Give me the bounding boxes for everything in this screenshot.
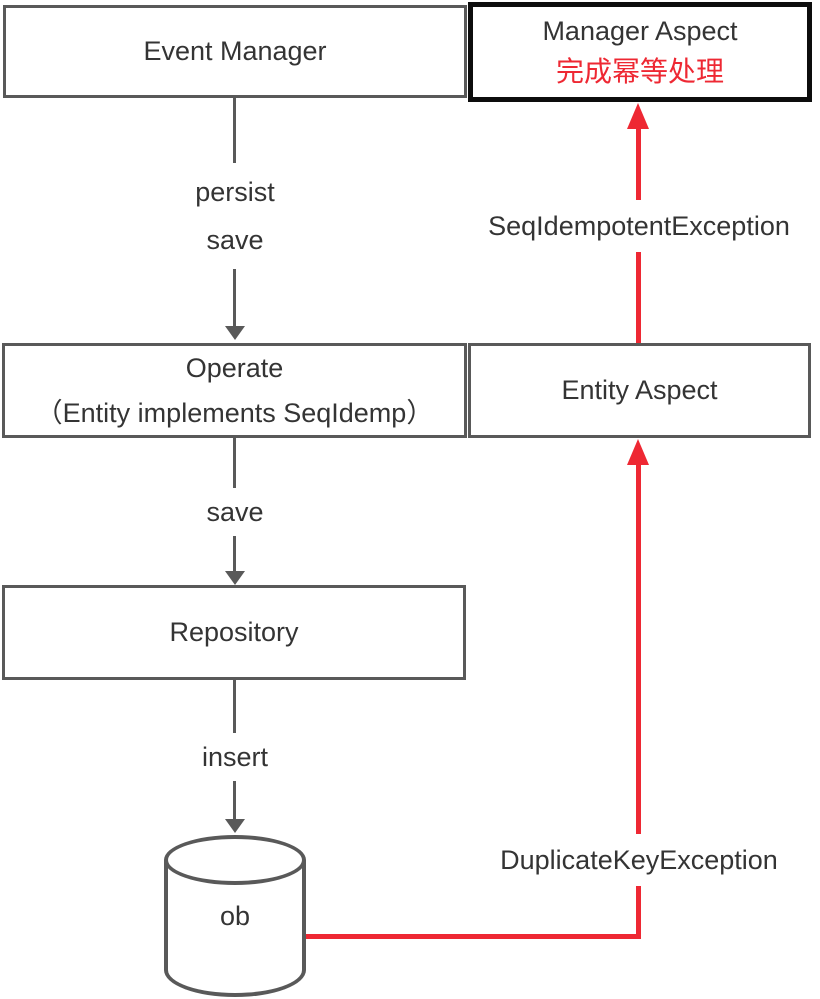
edge-label-insert-text: insert: [201, 741, 269, 772]
edge-label-save: save: [135, 488, 335, 536]
database-cylinder-top: [164, 835, 306, 885]
edge-label-seq-idempotent-exception: SeqIdempotentException: [450, 200, 820, 252]
edge-label-dup-text: DuplicateKeyException: [500, 844, 778, 875]
database-label: ob: [219, 900, 251, 931]
manager-aspect-title: Manager Aspect: [542, 16, 738, 46]
repository-label: Repository: [169, 617, 299, 648]
event-manager-label: Event Manager: [143, 36, 327, 67]
arrowhead-up-icon: [627, 439, 649, 465]
arrowhead-down-icon: [225, 326, 245, 340]
arrow-database-to-entity-vertical: [636, 463, 641, 939]
edge-label-persist: persist: [195, 176, 275, 207]
repository-node: Repository: [2, 585, 466, 680]
arrow-database-to-entity-horizontal: [305, 934, 641, 939]
edge-label-save-1: save: [206, 225, 264, 255]
edge-label-save-2: save: [206, 496, 264, 527]
event-manager-node: Event Manager: [3, 5, 467, 98]
arrowhead-up-icon: [627, 103, 649, 129]
arrowhead-down-icon: [225, 819, 245, 833]
operate-subtitle: （Entity implements SeqIdemp）: [35, 397, 434, 428]
edge-label-seq-text: SeqIdempotentException: [488, 210, 790, 241]
operate-title: Operate: [185, 353, 284, 384]
edge-label-duplicate-key-exception: DuplicateKeyException: [460, 834, 818, 886]
entity-aspect-label: Entity Aspect: [561, 375, 718, 406]
manager-aspect-subtitle: 完成幂等处理: [555, 56, 724, 88]
entity-aspect-node: Entity Aspect: [468, 343, 811, 438]
manager-aspect-node: Manager Aspect 完成幂等处理: [468, 2, 812, 102]
operate-node: Operate （Entity implements SeqIdemp）: [2, 343, 467, 438]
arrowhead-down-icon: [225, 571, 245, 585]
edge-label-persist-save: persist save: [135, 163, 335, 269]
edge-label-insert: insert: [135, 733, 335, 781]
